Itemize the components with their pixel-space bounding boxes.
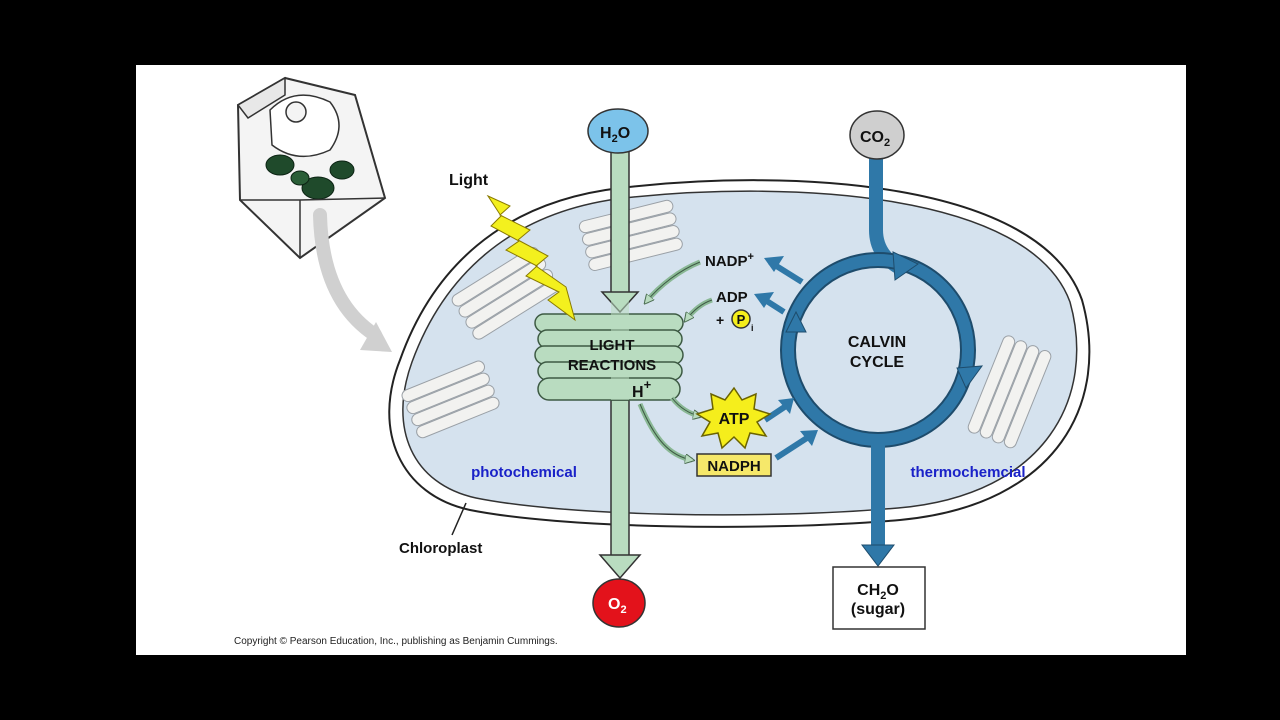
o2-label: O [608, 596, 620, 613]
plant-cell-icon [236, 76, 387, 260]
svg-text:NADP+: NADP+ [705, 251, 754, 270]
svg-text:CH2O: CH2O [857, 582, 899, 602]
o2-subscript: 2 [620, 604, 626, 616]
h2o-bubble [587, 108, 649, 154]
adp-label: ADP [716, 289, 748, 306]
svg-text:O2: O2 [608, 596, 627, 616]
nadph-box [696, 453, 772, 477]
calvin-arrowhead-top [892, 251, 919, 281]
pi-subscript: i [751, 323, 754, 333]
ch2o-label: CH [857, 582, 880, 599]
thermochemical-label: thermochemcial [910, 464, 1025, 481]
calvin-arrowhead-right [956, 365, 984, 389]
zoom-arrowhead [360, 322, 392, 352]
sugar-box [832, 566, 926, 630]
nadph-label: NADPH [707, 458, 760, 475]
calvin-cycle-label-2: CYCLE [850, 354, 905, 371]
atp-label: ATP [719, 411, 750, 428]
o2-bubble [592, 578, 646, 628]
sugar-arrowhead [860, 544, 896, 567]
svg-text:H2O: H2O [600, 125, 630, 145]
co2-label: CO [860, 129, 884, 146]
h-plus-superscript: + [644, 377, 652, 392]
nadp-plus-superscript: + [748, 251, 754, 263]
atp-starburst [695, 386, 772, 450]
copyright-text: Copyright © Pearson Education, Inc., pub… [234, 636, 558, 647]
ch2o-subscript: 2 [880, 590, 886, 602]
zoom-arrow [313, 208, 382, 342]
light-reactions-label-1: LIGHT [590, 337, 635, 354]
h2o-end: O [618, 125, 630, 142]
calvin-arrowhead-left [785, 310, 807, 333]
calvin-cycle-label-1: CALVIN [848, 334, 906, 351]
h2o-label: H [600, 125, 612, 142]
o2-arrowhead [598, 554, 642, 580]
light-label: Light [449, 172, 489, 189]
nadp-plus-label: NADP [705, 253, 748, 270]
photochemical-label: photochemical [471, 464, 577, 481]
plus-pi-label: + [716, 312, 724, 328]
h2o-subscript: 2 [612, 133, 618, 145]
lightning-bolt [486, 194, 576, 322]
co2-bubble [849, 110, 905, 160]
h2o-arrow-shaft [610, 149, 630, 296]
o2-arrow-shaft [610, 399, 630, 559]
phosphate-circle [731, 309, 751, 329]
co2-subscript: 2 [884, 137, 890, 149]
light-reactions-label-2: REACTIONS [568, 357, 656, 374]
ch2o-end: O [886, 582, 898, 599]
sugar-label: (sugar) [851, 601, 905, 618]
pi-label: P [737, 312, 746, 327]
chloroplast-label: Chloroplast [399, 540, 482, 557]
h-plus-label: H [632, 384, 644, 401]
svg-text:CO2: CO2 [860, 129, 890, 149]
svg-text:H+: H+ [632, 377, 652, 401]
light-reactions-stack [534, 313, 684, 401]
chloroplast-pointer-line [451, 502, 467, 536]
